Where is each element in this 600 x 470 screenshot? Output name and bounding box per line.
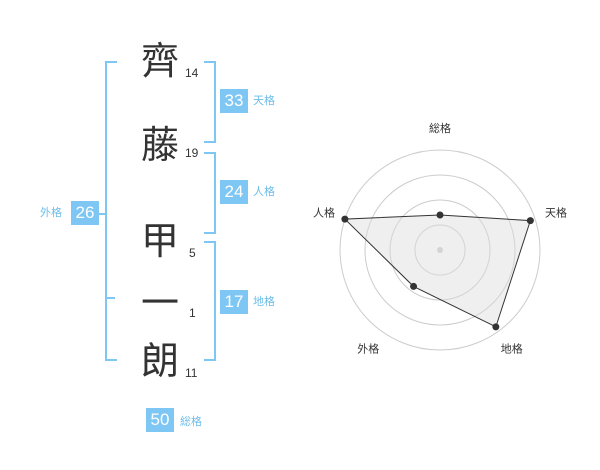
radar-point (492, 323, 500, 331)
gaikaku-bracket (105, 61, 117, 361)
radar-point (436, 211, 444, 219)
radar-axis-label: 地格 (501, 342, 523, 356)
name-char-2: 藤 (140, 123, 179, 167)
name-char-5: 朗 (140, 339, 179, 383)
radar-series-polygon (343, 214, 532, 328)
jinkaku-bracket (204, 152, 216, 234)
radar-point (526, 217, 534, 225)
jinkaku-value: 24 (220, 180, 248, 204)
name-char-4: 一 (140, 281, 179, 325)
radar-ring (414, 224, 466, 276)
radar-point (410, 282, 418, 290)
radar-ring (339, 149, 541, 351)
radar-axis-label: 外格 (357, 342, 379, 356)
stroke-count-5: 11 (185, 366, 198, 380)
tenkaku-label: 天格 (253, 94, 275, 107)
stroke-count-4: 1 (189, 306, 196, 320)
tenkaku-bracket (204, 61, 216, 143)
radar-axis-label: 人格 (313, 205, 335, 219)
name-char-1: 齊 (140, 39, 179, 83)
radar-center (437, 247, 443, 253)
tenkaku-value: 33 (220, 89, 248, 113)
name-char-3: 甲 (140, 219, 179, 263)
chikaku-label: 地格 (253, 295, 275, 308)
radar-axis-label: 天格 (545, 205, 567, 219)
stroke-count-2: 19 (185, 146, 199, 160)
chikaku-bracket (204, 241, 216, 361)
radar-ring (364, 174, 516, 326)
jinkaku-label: 人格 (253, 185, 275, 198)
gaikaku-label: 外格 (40, 206, 62, 219)
stroke-count-3: 5 (189, 246, 196, 260)
soukaku-value: 50 (146, 408, 174, 432)
radar-ring (389, 199, 491, 301)
radar-axis-label: 総格 (429, 121, 451, 135)
soukaku-label: 総格 (180, 415, 202, 428)
stroke-count-1: 14 (185, 66, 199, 80)
gaikaku-split-tick (105, 297, 115, 299)
gaikaku-value: 26 (71, 201, 99, 225)
gaikaku-bracket-tick (96, 213, 106, 215)
radar-point (341, 215, 349, 223)
chikaku-value: 17 (220, 290, 248, 314)
